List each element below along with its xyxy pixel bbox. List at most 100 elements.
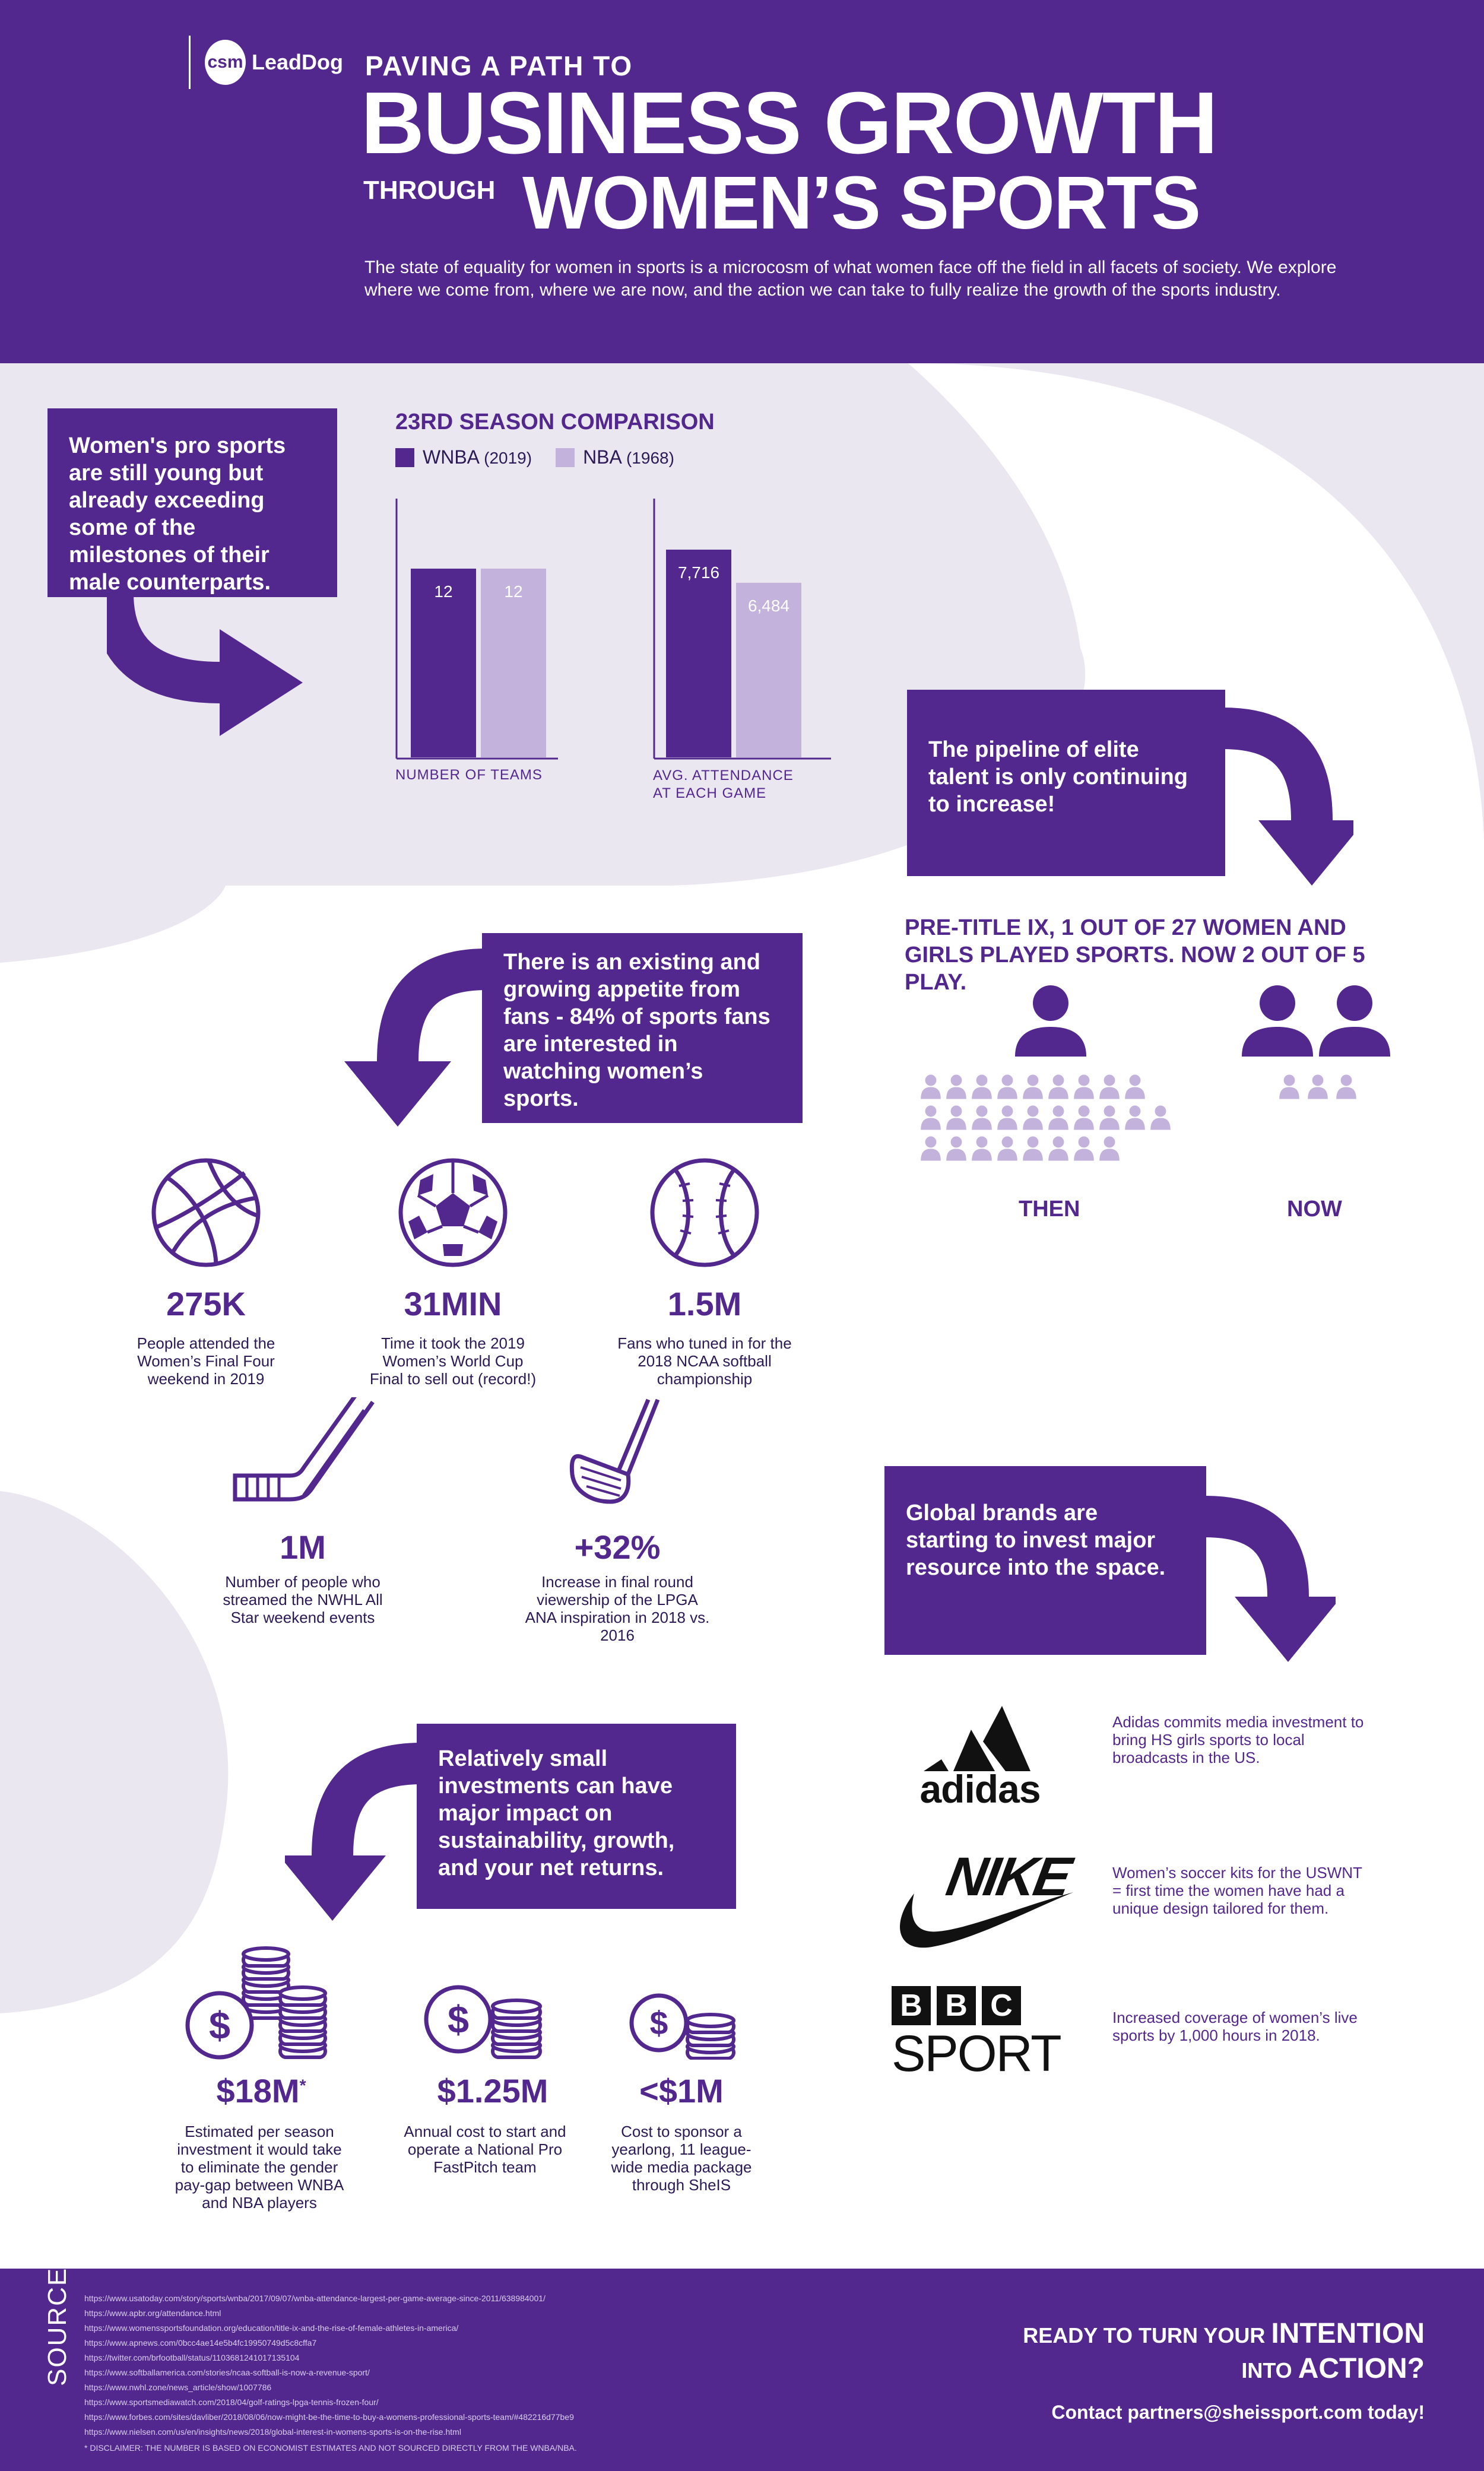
source-link[interactable]: https://twitter.com/brfootball/status/11… (84, 2353, 300, 2362)
golf-club-icon (569, 1398, 660, 1504)
logo-mark: csm (205, 40, 246, 85)
callout-young-leagues: Women's pro sports are still young but a… (47, 408, 337, 597)
source-link[interactable]: https://www.usatoday.com/story/sports/wn… (84, 2294, 546, 2303)
callout-appetite: There is an existing and growing appetit… (482, 933, 803, 1123)
comparison-chart: 12 12 7,716 6,484 (395, 499, 831, 760)
investment-sheis-value: <$1M (639, 2072, 724, 2110)
source-link[interactable]: https://www.apbr.org/attendance.html (84, 2308, 221, 2318)
stat-lpga-desc: Increase in final round viewership of th… (525, 1573, 710, 1644)
investment-paygap-value: $18M* (184, 2072, 338, 2110)
stat-nwhl-value: 1M (280, 1528, 326, 1566)
curved-arrow-down-icon (1223, 708, 1353, 886)
investment-fastpitch-value: $1.25M (437, 2072, 548, 2110)
legend-wnba-label: WNBA (423, 446, 479, 468)
legend-nba-year: (1968) (626, 449, 674, 467)
cta-line2-pre: INTO (1241, 2358, 1298, 2383)
investment-paygap-desc: Estimated per season investment it would… (175, 2123, 344, 2212)
svg-text:$: $ (209, 2004, 230, 2047)
disclaimer: * DISCLAIMER: THE NUMBER IS BASED ON ECO… (84, 2443, 577, 2453)
stat-lpga-value: +32% (574, 1528, 661, 1566)
curved-arrow-down-icon-2 (1205, 1496, 1336, 1662)
logo-text: LeadDog (251, 50, 343, 74)
header-band (0, 0, 1484, 363)
bbc-sport-logo: B B C SPORT (892, 1986, 1070, 2093)
stat-softball-value: 1.5M (667, 1285, 742, 1322)
legend-wnba: WNBA (2019) (395, 446, 532, 468)
stat-world-cup-value: 31MIN (404, 1285, 502, 1322)
legend-nba: NBA (1968) (556, 446, 674, 468)
investment-fastpitch-desc: Annual cost to start and operate a Natio… (404, 2123, 566, 2176)
legend-nba-label: NBA (583, 446, 621, 468)
header-intro: The state of equality for women in sport… (364, 258, 1337, 300)
teams-axis-label: NUMBER OF TEAMS (395, 767, 543, 783)
legend-nba-swatch (556, 448, 575, 467)
page-title-line1: BUSINESS GROWTH (361, 74, 1218, 172)
source-link[interactable]: https://www.nielsen.com/us/en/insights/n… (84, 2427, 461, 2437)
source-link[interactable]: https://www.softballamerica.com/stories/… (84, 2368, 370, 2377)
attendance-axis-label-line1: AVG. ATTENDANCE (653, 767, 794, 784)
stat-final-four-value: 275K (166, 1285, 246, 1322)
teams-bar-wnba (411, 569, 476, 757)
hockey-stick-icon (233, 1397, 375, 1502)
stat-softball-desc: Fans who tuned in for the 2018 NCAA soft… (617, 1334, 792, 1388)
footer-band (0, 2269, 1484, 2471)
attendance-bar-wnba (666, 550, 731, 757)
adidas-desc: Adidas commits media investment to bring… (1112, 1713, 1364, 1766)
comparison-legend: WNBA (2019) NBA (1968) (395, 446, 674, 468)
source-link[interactable]: https://www.nwhl.zone/news_article/show/… (84, 2383, 272, 2392)
attendance-axis-label: AVG. ATTENDANCE AT EACH GAME (653, 767, 794, 802)
svg-text:$: $ (448, 1998, 469, 2041)
logo: csm LeadDog (189, 36, 343, 89)
bbc-sport-wordmark: SPORT (892, 2025, 1062, 2082)
coins-stack-medium-icon: $ (424, 1985, 542, 2059)
callout-investments: Relatively small investments can have ma… (417, 1724, 736, 1909)
bbc-letter-b1: B (892, 1986, 931, 2025)
cta-line1-pre: READY TO TURN YOUR (1023, 2323, 1271, 2348)
investment-paygap-marker: * (299, 2076, 306, 2095)
bbc-desc: Increased coverage of women’s live sport… (1112, 2009, 1358, 2044)
source-link[interactable]: https://www.forbes.com/sites/davliber/20… (84, 2412, 574, 2422)
cta-line2-emphasis: ACTION? (1298, 2353, 1425, 2384)
source-link[interactable]: https://www.apnews.com/0bcc4ae14e5b4fc19… (84, 2338, 317, 2348)
bbc-letter-b2: B (937, 1986, 976, 2025)
attendance-axis-label-line2: AT EACH GAME (653, 785, 767, 801)
soccer-ball-icon (398, 1158, 508, 1267)
cta-line1: READY TO TURN YOUR INTENTION (974, 2317, 1425, 2352)
adidas-logo: adidas (906, 1706, 1054, 1809)
nike-logo: NIKE (890, 1846, 1074, 1953)
source-link[interactable]: https://www.sportsmediawatch.com/2018/04… (84, 2397, 379, 2407)
attendance-bar-label-nba: 6,484 (748, 597, 789, 615)
callout-brands: Global brands are starting to invest maj… (884, 1466, 1206, 1655)
cta-line2: INTO ACTION? (974, 2352, 1425, 2387)
adidas-stripes-icon (924, 1706, 1030, 1771)
now-label: NOW (1287, 1197, 1342, 1222)
attendance-bar-label-wnba: 7,716 (678, 563, 719, 582)
stat-nwhl-desc: Number of people who streamed the NWHL A… (223, 1573, 383, 1626)
teams-bar-label-nba: 12 (504, 582, 522, 601)
investment-sheis-desc: Cost to sponsor a yearlong, 11 league-wi… (611, 2123, 752, 2194)
nike-swoosh-icon (900, 1892, 1073, 1948)
svg-text:$: $ (650, 2004, 668, 2041)
source-link[interactable]: https://www.womenssportsfoundation.org/e… (84, 2323, 459, 2333)
stat-final-four-desc: People attended the Women’s Final Four w… (137, 1334, 275, 1388)
teams-bar-label-wnba: 12 (434, 582, 452, 601)
cta-line1-emphasis: INTENTION (1271, 2318, 1425, 2349)
then-people-icon (921, 985, 1171, 1161)
now-people-icon (1242, 985, 1390, 1099)
investment-paygap-amount: $18M (216, 2072, 300, 2110)
legend-wnba-swatch (395, 448, 414, 467)
bbc-blocks: B B C (892, 1986, 1070, 2025)
callout-pipeline: The pipeline of elite talent is only con… (907, 690, 1225, 876)
sources-label: SOURCES (43, 2248, 72, 2386)
curved-arrow-left-icon (344, 949, 487, 1127)
header-kicker: PAVING A PATH TO (365, 50, 633, 81)
legend-wnba-year: (2019) (484, 449, 532, 467)
page-title-line2: WOMEN’S SPORTS (522, 161, 1201, 245)
curved-arrow-left-icon-2 (285, 1743, 421, 1921)
sources-list: https://www.usatoday.com/story/sports/wn… (84, 2291, 975, 2440)
comparison-title: 23RD SEASON COMPARISON (395, 410, 715, 434)
contact-link[interactable]: Contact partners@sheissport.com today! (1051, 2402, 1425, 2423)
cta-block: READY TO TURN YOUR INTENTION INTO ACTION… (974, 2317, 1425, 2424)
bbc-letter-c: C (982, 1986, 1021, 2025)
teams-bar-nba (481, 569, 546, 757)
